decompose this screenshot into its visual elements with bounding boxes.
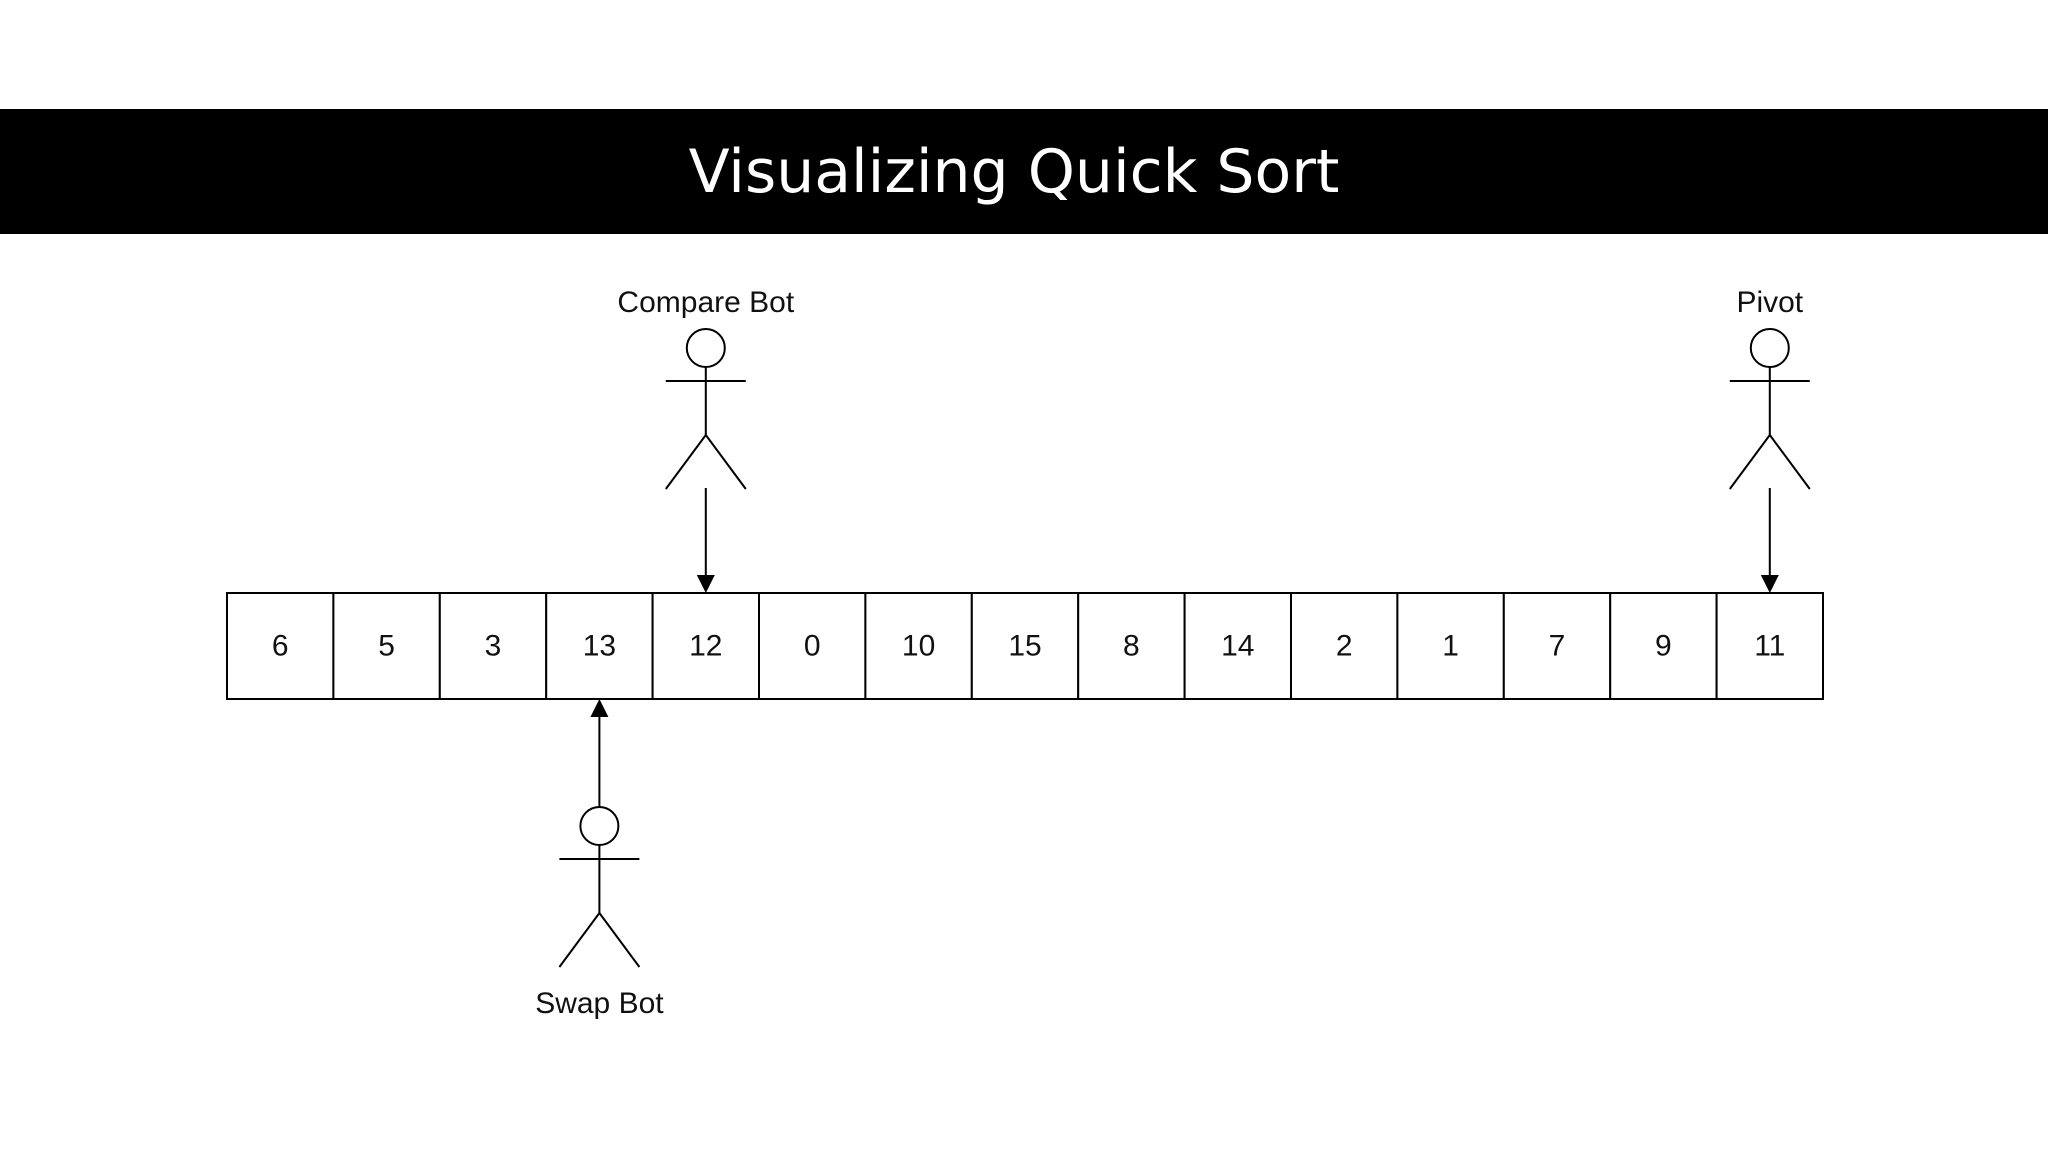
swap-bot-actor: Swap Bot xyxy=(535,699,664,1020)
swap-bot-left-leg xyxy=(558,912,601,968)
array-cell-value: 2 xyxy=(1336,630,1353,663)
pivot-arrow-head xyxy=(1760,575,1779,593)
swap-bot-right-leg xyxy=(598,912,641,968)
array-cell xyxy=(1715,592,1824,700)
compare-bot-head xyxy=(685,328,726,368)
compare-bot-right-leg xyxy=(704,434,747,490)
array-cell-value: 1 xyxy=(1442,630,1459,663)
compare-bot-actor: Compare Bot xyxy=(617,286,795,593)
pivot-actor: Pivot xyxy=(1728,286,1811,593)
array-cell-value: 7 xyxy=(1549,630,1566,663)
array-cell-value: 8 xyxy=(1123,630,1140,663)
swap-bot-label: Swap Bot xyxy=(535,987,664,1020)
array-cell xyxy=(864,592,973,700)
compare-bot-label: Compare Bot xyxy=(617,286,794,319)
pivot-head xyxy=(1749,328,1790,368)
compare-bot-left-leg xyxy=(664,434,707,490)
page-title: Visualizing Quick Sort xyxy=(688,136,1340,207)
array-cell-value: 5 xyxy=(378,630,395,663)
array-cell-value: 14 xyxy=(1221,630,1254,663)
array-cell xyxy=(1609,592,1718,700)
array-cell-value: 13 xyxy=(583,630,616,663)
array-cell xyxy=(970,592,1080,700)
swap-bot-arrow-head xyxy=(590,699,609,717)
array-cell xyxy=(651,592,760,700)
array-cell xyxy=(1183,592,1292,700)
array-cells: 6 5 3 13 12 0 10 15 8 14 2 1 7 9 11 xyxy=(226,592,1824,700)
compare-bot-arrow-head xyxy=(696,575,715,593)
pivot-left-leg xyxy=(1728,434,1771,490)
array-cell xyxy=(1502,592,1612,700)
title-bar: Visualizing Quick Sort xyxy=(0,109,2048,234)
array-cell-value: 10 xyxy=(902,630,935,663)
pivot-label: Pivot xyxy=(1736,286,1803,319)
array-cell-value: 0 xyxy=(804,630,821,663)
swap-bot-head xyxy=(579,806,620,846)
array-cell-value: 3 xyxy=(485,630,502,663)
array-cell-value: 9 xyxy=(1655,630,1672,663)
array-cell xyxy=(1396,592,1505,700)
array-cell xyxy=(545,592,654,700)
array-cell xyxy=(1290,592,1399,700)
array-cell xyxy=(226,592,335,700)
array-cell xyxy=(1077,592,1186,700)
pivot-right-leg xyxy=(1768,434,1811,490)
array-cell-value: 6 xyxy=(272,630,289,663)
array-cell-value: 15 xyxy=(1008,630,1041,663)
array-cell xyxy=(758,592,867,700)
array-cell-value: 12 xyxy=(689,630,722,663)
array-cell-value: 11 xyxy=(1754,630,1785,663)
